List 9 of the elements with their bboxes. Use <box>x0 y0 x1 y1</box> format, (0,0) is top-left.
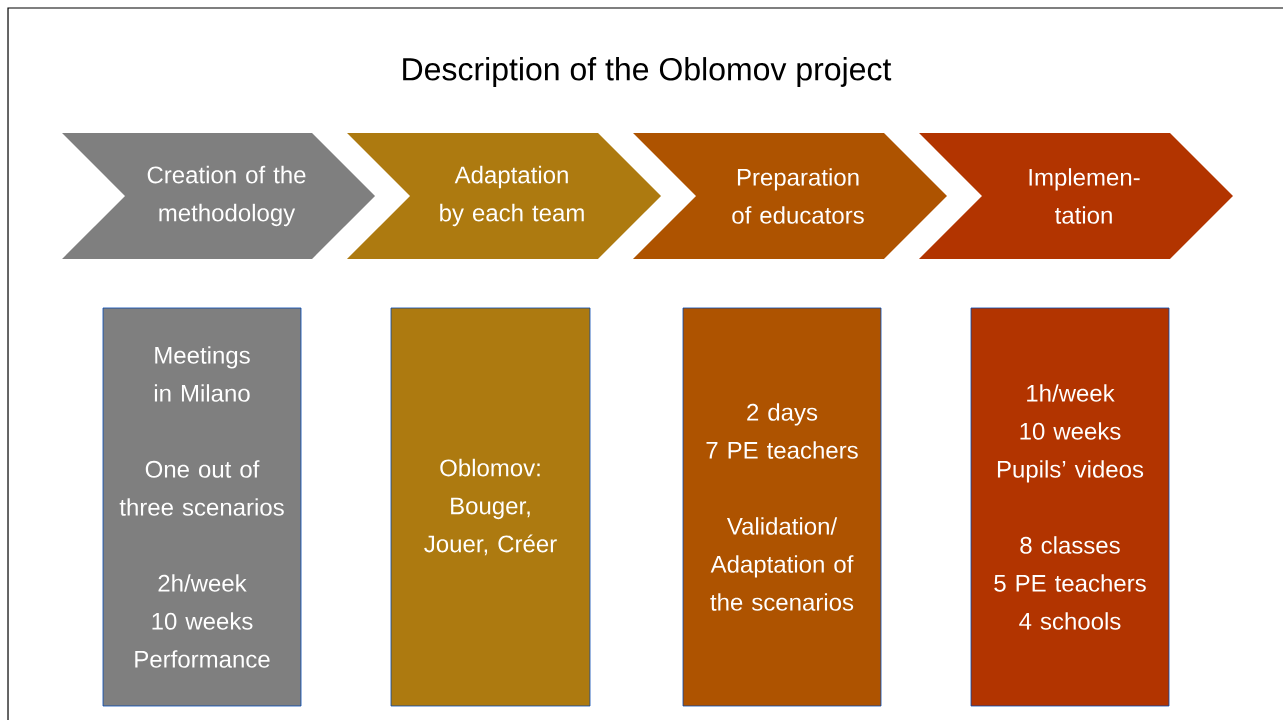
text-box: Oblomov: Bouger, Jouer, Créer <box>390 307 591 707</box>
text-box: 2 days 7 PE teachers Validation/ Adaptation of the scenarios <box>682 307 882 707</box>
process-step: Implemen- tation <box>919 133 1233 259</box>
text-box: 1h/week 10 weeks Pupils’ videos 8 classes 5 PE teachers 4 schools <box>970 307 1170 707</box>
process-step: Preparation of educators <box>633 133 947 259</box>
process-step: Creation of the methodology <box>62 133 375 259</box>
text-box: Meetings in Milano One out of three scenarios 2h/week 10 weeks Performance <box>102 307 302 707</box>
title: Description of the Oblomov project <box>403 57 892 87</box>
process-step: Adaptation by each team <box>347 133 661 259</box>
